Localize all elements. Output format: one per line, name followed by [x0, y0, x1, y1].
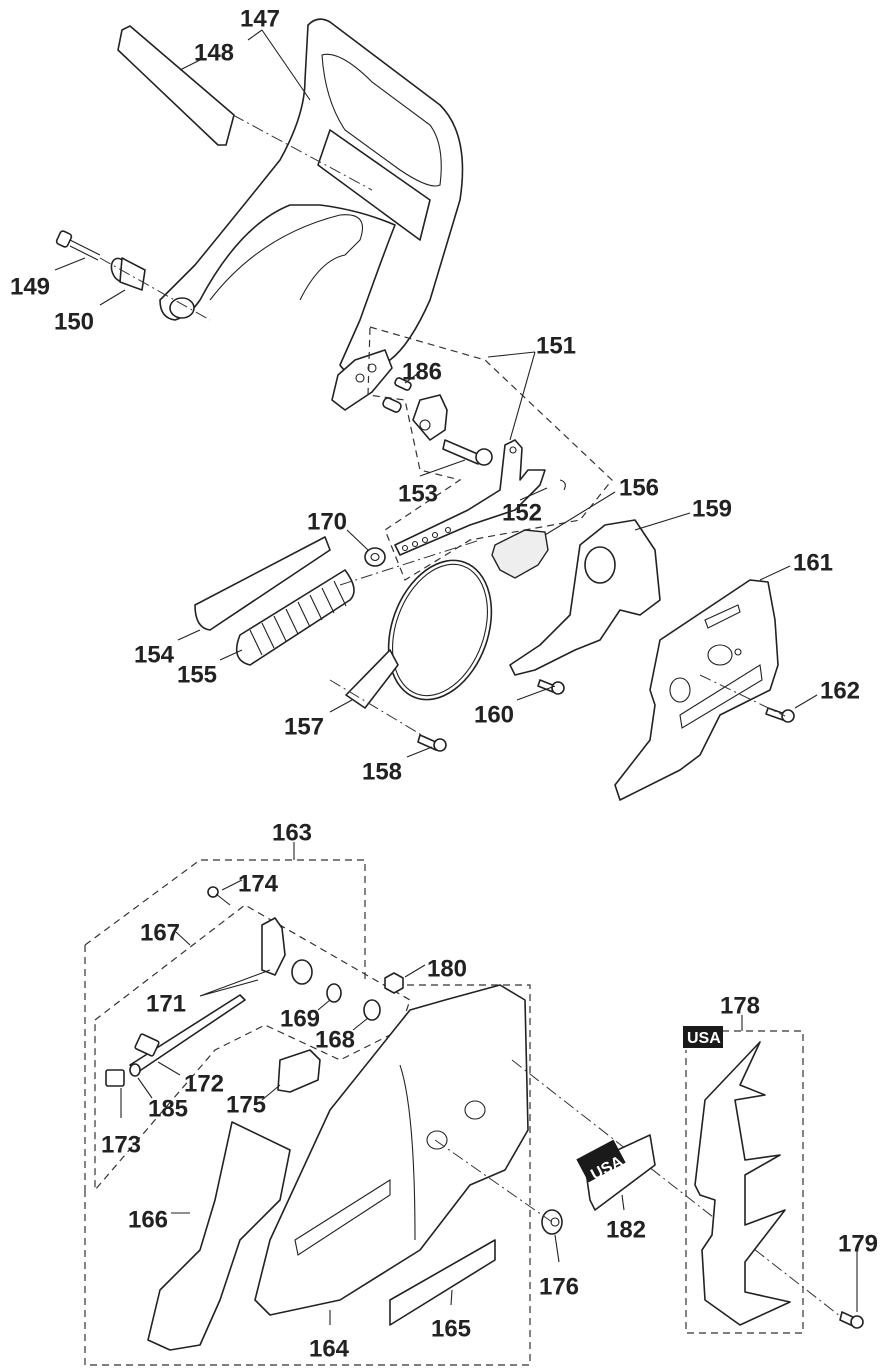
- bracket-159: [509, 519, 661, 676]
- sleeve-154: [194, 536, 331, 631]
- leader-lines: [54, 29, 858, 1325]
- callout-147: 147: [240, 5, 280, 32]
- hand-guard-147: [159, 18, 464, 411]
- ring-169: [326, 983, 342, 1003]
- nut-173: [105, 1069, 125, 1087]
- callout-151: 151: [536, 332, 576, 359]
- kit-box-167: [94, 904, 411, 1192]
- callout-165: 165: [431, 1315, 471, 1342]
- spring-155: [235, 569, 355, 666]
- sprocket-cover-164: [254, 984, 529, 1316]
- felt-pad-156: [491, 529, 549, 579]
- callout-152: 152: [502, 499, 542, 526]
- callout-159: 159: [692, 495, 732, 522]
- screw-162: [765, 707, 795, 723]
- kit-box-151: [367, 326, 613, 581]
- callout-156: 156: [619, 474, 659, 501]
- decal-148: [117, 25, 235, 146]
- nut-180: [384, 972, 404, 994]
- block-172: [134, 1033, 160, 1057]
- callout-149: 149: [10, 273, 50, 300]
- callout-176: 176: [539, 1273, 579, 1300]
- callout-155: 155: [177, 661, 217, 688]
- callout-168: 168: [315, 1026, 355, 1053]
- kit-box-163: [84, 859, 366, 980]
- callout-150: 150: [54, 308, 94, 335]
- guide-plate-161: [614, 579, 779, 801]
- screw-160: [537, 679, 565, 695]
- screw-153: [442, 439, 493, 466]
- lever-plate-186: [412, 394, 448, 441]
- link-152: [394, 439, 566, 556]
- callout-172: 172: [184, 1070, 224, 1097]
- callout-173: 173: [101, 1131, 141, 1158]
- pin-186: [394, 377, 412, 391]
- callout-160: 160: [474, 701, 514, 728]
- callout-171: 171: [146, 990, 186, 1017]
- callout-180: 180: [427, 955, 467, 982]
- callout-179: 179: [838, 1230, 878, 1257]
- callout-161: 161: [793, 549, 833, 576]
- screw-158: [417, 734, 447, 752]
- callout-178: 178: [720, 992, 760, 1019]
- callout-labels: 1471481491501511861531521561591701611541…: [10, 5, 878, 1362]
- callout-170: 170: [307, 508, 347, 535]
- callout-167: 167: [140, 919, 180, 946]
- callout-169: 169: [280, 1005, 320, 1032]
- callout-153: 153: [398, 480, 438, 507]
- callout-158: 158: [362, 758, 402, 785]
- adjuster-171: [129, 917, 313, 1073]
- slider-175: [277, 1049, 321, 1093]
- handle-166: [147, 1121, 291, 1351]
- decal-165: [389, 1239, 496, 1326]
- callout-154: 154: [134, 641, 175, 668]
- bumper-spikes-178: [694, 1041, 791, 1326]
- screw-179: [839, 1311, 864, 1329]
- washer-168: [363, 999, 381, 1021]
- callout-182: 182: [606, 1216, 646, 1243]
- callout-148: 148: [194, 39, 234, 66]
- callout-186: 186: [402, 358, 442, 385]
- callout-157: 157: [284, 713, 324, 740]
- callout-162: 162: [820, 677, 860, 704]
- usa-badge-text: USA: [687, 1030, 721, 1047]
- brake-band-157: [345, 559, 493, 709]
- washer-185: [129, 1063, 141, 1077]
- callout-163: 163: [272, 819, 312, 846]
- usa-badge: [683, 1026, 723, 1048]
- kit-box-178: [685, 1030, 804, 1334]
- callout-174: 174: [238, 870, 279, 897]
- callout-175: 175: [226, 1091, 266, 1118]
- screw-174: [207, 886, 231, 906]
- decal-182: USA: [576, 1134, 656, 1211]
- callout-164: 164: [309, 1335, 350, 1362]
- sleeve-186: [382, 397, 402, 413]
- callout-185: 185: [148, 1095, 188, 1122]
- washer-170: [364, 547, 386, 567]
- callout-166: 166: [128, 1206, 168, 1233]
- screw-149: [55, 230, 101, 261]
- bushing-150: [110, 257, 146, 291]
